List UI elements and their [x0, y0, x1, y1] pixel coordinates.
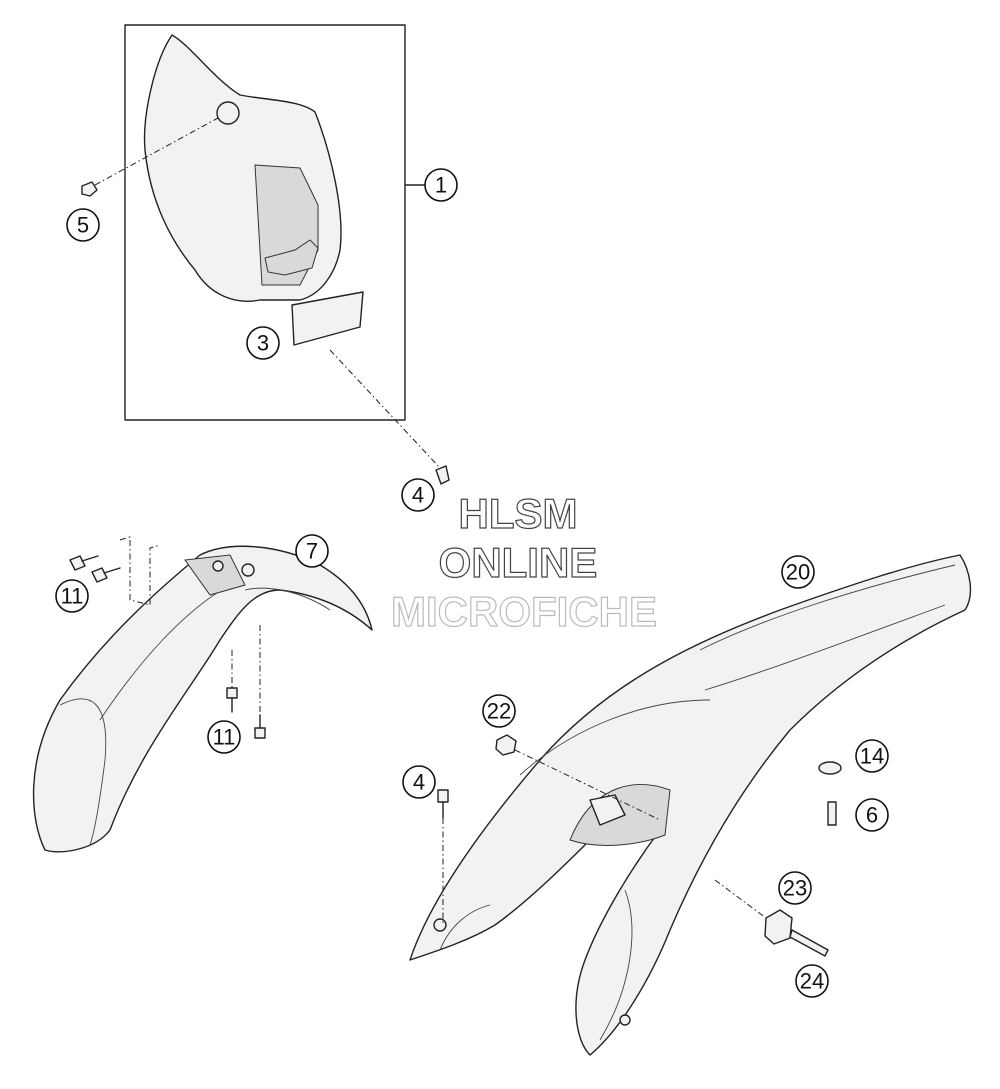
callout-label: 4 [413, 770, 425, 795]
callout-label: 1 [435, 173, 447, 198]
watermark-line-2: ONLINE [439, 539, 598, 586]
callout-4-top[interactable]: 4 [401, 478, 435, 512]
screw-11-upper-a[interactable] [69, 555, 86, 571]
callout-11-lower[interactable]: 11 [207, 720, 241, 754]
watermark: HLSM ONLINE MICROFICHE [390, 489, 657, 635]
callout-label: 3 [257, 331, 269, 356]
callout-label: 14 [860, 744, 884, 769]
group-box-frame [124, 24, 406, 421]
rear-fender-group [409, 554, 972, 1056]
callout-label: 23 [783, 876, 807, 901]
callout-label: 7 [306, 539, 318, 564]
bushing-23-part[interactable] [764, 909, 793, 945]
front-fender-mount [184, 554, 246, 596]
callout-11-upper[interactable]: 11 [55, 579, 89, 613]
callout-14[interactable]: 14 [855, 739, 889, 773]
callout-6[interactable]: 6 [855, 798, 889, 832]
bolt-24-part[interactable] [789, 929, 829, 957]
screw-11-lower-a[interactable] [226, 687, 238, 699]
screw-6-part[interactable] [827, 801, 837, 826]
callout-4-right[interactable]: 4 [402, 765, 436, 799]
screw-4-top-part[interactable] [435, 465, 450, 485]
front-fender-group [32, 536, 373, 853]
callout-1[interactable]: 1 [424, 168, 458, 202]
callout-20[interactable]: 20 [781, 555, 815, 589]
watermark-line-1: HLSM [459, 490, 578, 537]
plate-sticker-part[interactable] [291, 291, 364, 346]
nut-22-part[interactable] [495, 734, 517, 756]
screw-4-right-part[interactable] [437, 789, 449, 803]
callout-label: 5 [77, 213, 89, 238]
callout-label: 4 [412, 483, 424, 508]
callout-label: 24 [800, 969, 824, 994]
screw-5-part[interactable] [81, 181, 98, 197]
callout-label: 22 [487, 699, 511, 724]
callout-24[interactable]: 24 [795, 964, 829, 998]
screw-11-lower-b[interactable] [254, 727, 266, 739]
number-plate-hole [216, 101, 240, 125]
screw-11-upper-b[interactable] [91, 567, 108, 583]
callout-22[interactable]: 22 [482, 694, 516, 728]
callout-23[interactable]: 23 [778, 871, 812, 905]
callout-label: 20 [786, 560, 810, 585]
watermark-line-3: MICROFICHE [391, 588, 657, 635]
callout-label: 11 [213, 725, 236, 750]
number-plate-group [81, 24, 450, 485]
callout-5[interactable]: 5 [66, 208, 100, 242]
front-fender-part[interactable] [32, 545, 373, 853]
callout-label: 6 [866, 803, 878, 828]
number-plate-bracket [264, 239, 319, 276]
callout-label: 11 [61, 584, 84, 609]
callout-7[interactable]: 7 [295, 534, 329, 568]
washer-14-part[interactable] [818, 761, 842, 775]
callout-3[interactable]: 3 [246, 326, 280, 360]
